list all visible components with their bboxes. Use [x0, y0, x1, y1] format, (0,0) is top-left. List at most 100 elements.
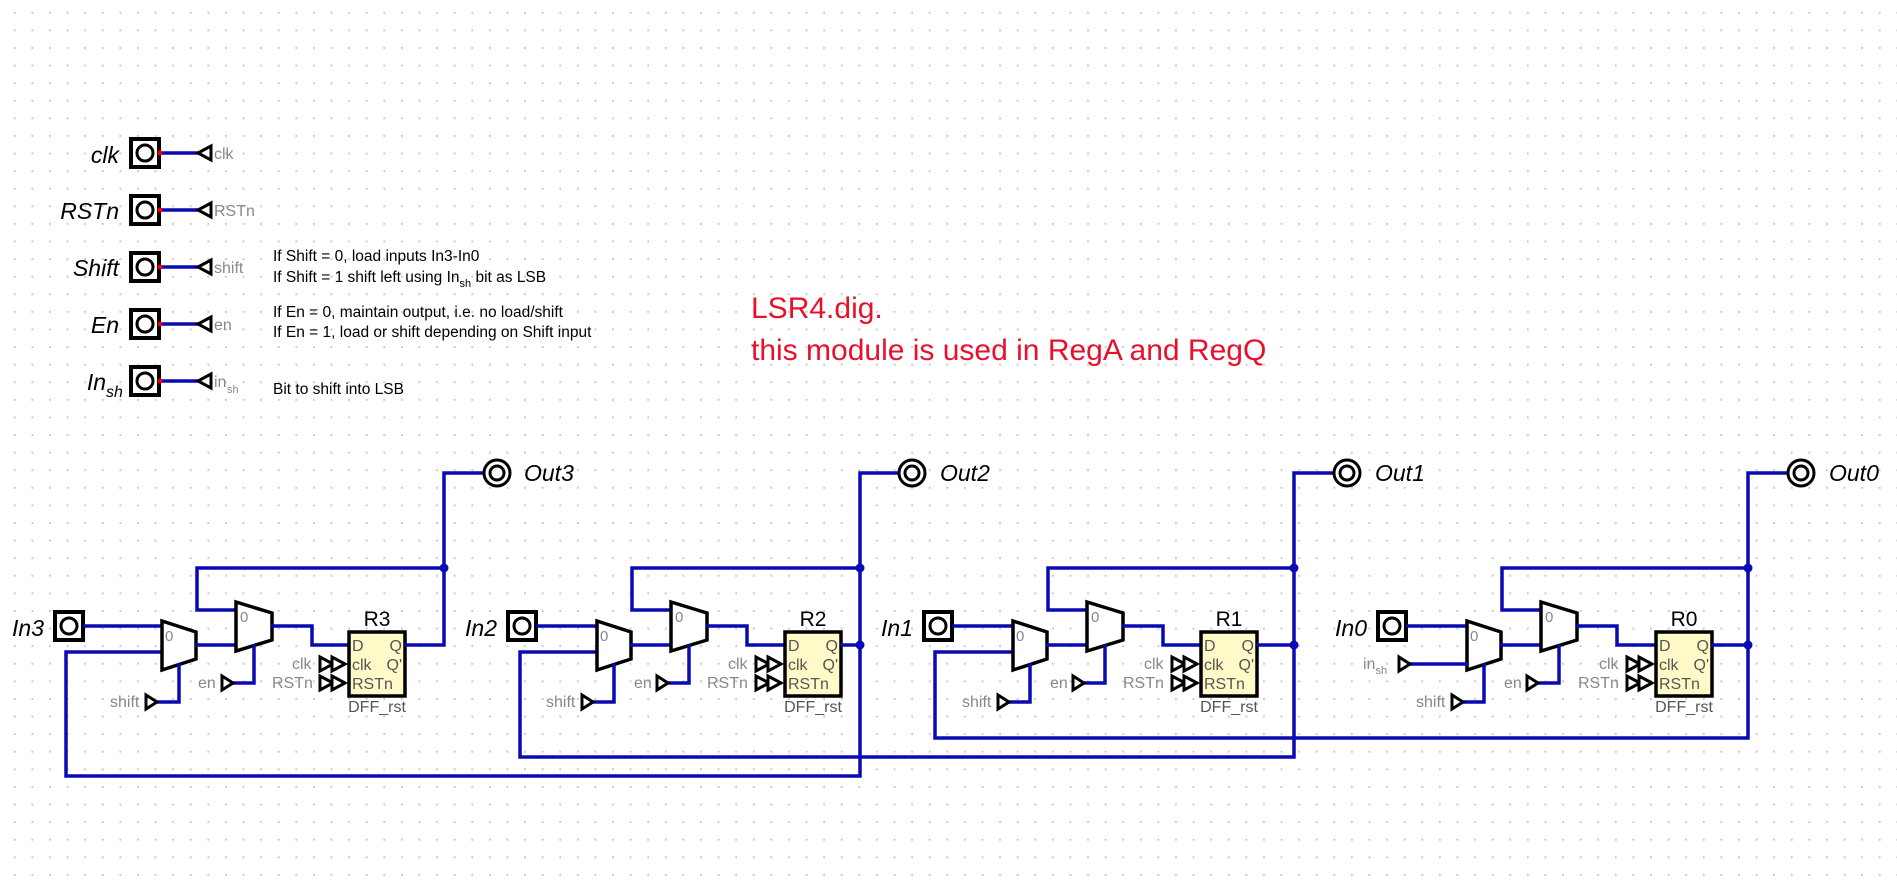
pin-dot	[157, 150, 163, 156]
flipflop	[1654, 630, 1714, 698]
tunnel-shift	[194, 257, 213, 277]
ff-q: Q	[826, 638, 838, 655]
output-pin[interactable]	[897, 458, 927, 488]
tunnel-rstn	[194, 200, 213, 220]
input-pin-shift[interactable]	[129, 251, 161, 283]
input-pin-en[interactable]	[129, 308, 161, 340]
input-shift[interactable]: Shift shift	[73, 251, 244, 283]
tunnel-label: RSTn	[272, 675, 313, 692]
input-pin-ring	[135, 371, 155, 391]
note-shift-line2: If Shift = 1 shift left using Insh bit a…	[273, 269, 546, 290]
note-shift-line2-a: If Shift = 1 shift left using In	[273, 269, 460, 286]
input-pin-ring	[135, 200, 155, 220]
input-clk[interactable]: clk clk	[91, 137, 235, 169]
title-line1: LSR4.dig.	[751, 292, 883, 325]
wire	[1537, 644, 1561, 685]
tunnel-clk-2	[766, 654, 785, 674]
mux-select	[595, 618, 633, 673]
mux-zero-label: 0	[675, 609, 683, 626]
output-pin[interactable]	[1332, 458, 1362, 488]
stage-input-pin[interactable]	[922, 610, 954, 642]
input-en[interactable]: En en	[91, 308, 232, 340]
tunnel-label-insh: insh	[1363, 656, 1387, 677]
wire-feedback-q	[1500, 566, 1750, 612]
tunnel-shift	[1450, 692, 1466, 712]
ff-clk: clk	[352, 657, 373, 674]
note-en-line2: If En = 1, load or shift depending on Sh…	[273, 324, 592, 341]
stage-output-label: Out3	[524, 460, 574, 486]
tunnel-label: en	[634, 675, 652, 692]
stage-input-pin[interactable]	[506, 610, 538, 642]
tunnel-label-insh-sub: sh	[227, 384, 239, 396]
tunnel-shift	[144, 692, 160, 712]
input-insh[interactable]: In sh in sh	[87, 365, 239, 401]
output-pin[interactable]	[1786, 458, 1816, 488]
flipflop	[1199, 630, 1259, 698]
register-label: R0	[1671, 608, 1698, 631]
ff-rstn: RSTn	[1659, 676, 1700, 693]
ff-qn: Q'	[1239, 657, 1255, 674]
tunnel-en	[194, 314, 213, 334]
wire-q-out	[1256, 471, 1335, 647]
input-pin-rstn[interactable]	[129, 194, 161, 226]
junction	[1743, 640, 1753, 650]
tunnel-en	[655, 673, 671, 693]
stage-input-label: In1	[881, 615, 913, 641]
pin-dot	[157, 378, 163, 384]
tunnel-insh	[194, 371, 213, 391]
ff-qn: Q'	[1694, 657, 1710, 674]
tunnel-clk	[318, 654, 337, 674]
ff-rstn: RSTn	[1204, 676, 1245, 693]
ff-clk: clk	[1204, 657, 1225, 674]
mux-select	[1011, 618, 1049, 673]
tunnel-rstn-2	[330, 673, 349, 693]
mux-enable	[1539, 599, 1579, 654]
tunnel-label: shift	[962, 694, 992, 711]
tunnel-rstn	[754, 673, 773, 693]
ff-d: D	[1659, 638, 1671, 655]
tunnel-clk	[1170, 654, 1189, 674]
stage-2: In2 0 shift 0 en R2 D clk RSTn Q Q' DFF_…	[465, 458, 990, 716]
input-label-shift: Shift	[73, 255, 121, 281]
mux-zero-label: 0	[1470, 628, 1478, 645]
junction	[1743, 563, 1753, 573]
junction	[855, 640, 865, 650]
wire	[706, 624, 787, 647]
tunnel-label-clk: clk	[214, 146, 235, 163]
mux-zero-label: 0	[1016, 628, 1024, 645]
stage-input-pin[interactable]	[53, 610, 85, 642]
wire	[1576, 624, 1658, 647]
stage-input-label: In2	[465, 615, 497, 641]
pin-dot	[157, 321, 163, 327]
junction	[1289, 563, 1299, 573]
input-rstn[interactable]: RSTn RSTn	[60, 194, 255, 226]
mux-zero-label: 0	[1091, 609, 1099, 626]
wire	[1008, 663, 1032, 704]
wire-out1-to-mux2	[518, 643, 1296, 759]
title-line2: this module is used in RegA and RegQ	[751, 334, 1266, 367]
note-shift-line2-sub: sh	[460, 278, 472, 290]
tunnel-label-insh: in	[214, 374, 226, 391]
output-pin[interactable]	[482, 458, 512, 488]
tunnel-label: clk	[292, 656, 313, 673]
output-pin-ring	[1338, 464, 1356, 482]
wire-q-out	[404, 471, 485, 647]
note-insh: Bit to shift into LSB	[273, 381, 404, 398]
tunnel-label: en	[198, 675, 216, 692]
stage-input-pin[interactable]	[1376, 610, 1408, 642]
tunnel-label: clk	[728, 656, 749, 673]
mux-zero-label: 0	[240, 609, 248, 626]
input-pin-clk[interactable]	[129, 137, 161, 169]
mux-enable	[669, 599, 709, 654]
input-pin-insh[interactable]	[129, 365, 161, 397]
mux-enable	[234, 599, 274, 654]
stage-output-label: Out1	[1375, 460, 1425, 486]
wire-out2-to-mux3	[64, 643, 862, 778]
junction	[439, 563, 449, 573]
tunnel-label: shift	[546, 694, 576, 711]
flipflop	[347, 630, 407, 698]
tunnel-clk-2	[1182, 654, 1201, 674]
tunnel-clk	[754, 654, 773, 674]
ff-q: Q	[390, 638, 402, 655]
input-pin-ring	[1382, 616, 1402, 636]
